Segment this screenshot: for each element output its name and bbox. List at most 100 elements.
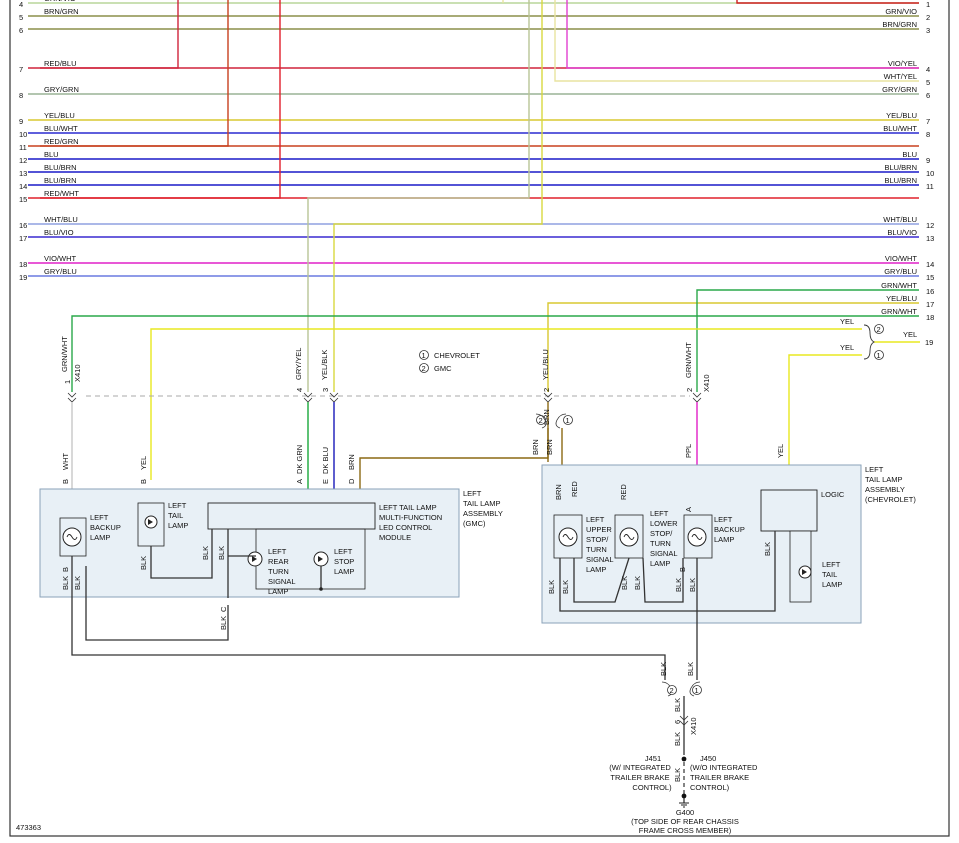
blk-label: BLK <box>201 546 210 560</box>
chevy-backup-3: LAMP <box>714 535 734 544</box>
left-wire-number: 14 <box>19 182 27 191</box>
gmc-stop-2: STOP <box>334 557 354 566</box>
chevy-wire-labels: BRN BRN BRN PPL YEL 2 1 <box>531 409 785 458</box>
gmc-ground-wires <box>71 556 666 680</box>
right-wire-label: BLU/VIO <box>887 228 917 237</box>
left-wire-number: 17 <box>19 234 27 243</box>
right-wire-number: 1 <box>926 0 930 9</box>
diagram-frame <box>9 0 950 837</box>
right-wire-number: 16 <box>926 287 934 296</box>
right-wire-number: 17 <box>926 300 934 309</box>
lower-4: TURN <box>650 539 671 548</box>
legend: 1 CHEVROLET 2 GMC <box>419 350 480 373</box>
j450-4: CONTROL) <box>690 783 730 792</box>
right-wire-label: WHT/YEL <box>884 72 917 81</box>
brn-label: BRN <box>531 439 540 455</box>
left-wire-label: RED/WHT <box>44 189 79 198</box>
left-wire-number: 4 <box>19 0 23 9</box>
left-wire-number: 15 <box>19 195 27 204</box>
gmc-title-2: TAIL LAMP <box>463 499 501 508</box>
right-wire-number: 6 <box>926 91 930 100</box>
right-wire-label: GRN/WHT <box>881 281 917 290</box>
lower-3: STOP/ <box>650 529 673 538</box>
left-harness-wires: 4GRN/VIO5BRN/GRN67RED/BLU8GRY/GRN9YEL/BL… <box>19 0 919 282</box>
blk-label: BLK <box>547 580 556 594</box>
gmc-wires <box>71 402 698 503</box>
lower-1: LEFT <box>650 509 669 518</box>
blk-label: BLK <box>139 556 148 570</box>
right-wire-number: 12 <box>926 221 934 230</box>
legend-marker <box>419 363 429 373</box>
blk-label: BLK <box>561 580 570 594</box>
yel-marker-top: 2 <box>877 325 881 334</box>
wht-label: WHT <box>61 453 70 470</box>
gmc-backup-1: LEFT <box>90 513 109 522</box>
left-wire-number: 13 <box>19 169 27 178</box>
tail-lamp-housing <box>137 502 165 547</box>
yel-out-num: 19 <box>925 338 933 347</box>
left-wire-number: 5 <box>19 13 23 22</box>
chevy-title-4: (CHEVROLET) <box>865 495 916 504</box>
legend-chevrolet: CHEVROLET <box>434 351 480 360</box>
left-wire-label: BLU/VIO <box>44 228 74 237</box>
right-wire-number: 10 <box>926 169 934 178</box>
g400-3: FRAME CROSS MEMBER) <box>639 826 732 835</box>
g400-1: G400 <box>676 808 694 817</box>
blk-label: BLK <box>673 732 682 746</box>
yel-splice: YEL YEL YEL 19 2 1 <box>840 317 933 360</box>
gry-yel-label: GRY/YEL <box>294 348 303 380</box>
connector-chevrons <box>67 392 702 403</box>
yel-label-bottom: YEL <box>840 343 854 352</box>
pin-label: 3 <box>321 388 330 392</box>
chevy-gmc-marker <box>692 685 702 695</box>
gmc-title-1: LEFT <box>463 489 482 498</box>
legend-marker-2: 2 <box>422 364 426 373</box>
blk-label: BLK <box>763 542 772 556</box>
blk-label: BLK <box>688 578 697 592</box>
legend-marker <box>419 350 429 360</box>
pin-a: A <box>295 479 304 484</box>
right-harness-wires: 12GRN/VIO3BRN/GRN4VIO/YEL5WHT/YEL6GRY/GR… <box>881 0 934 322</box>
splice-dot <box>681 793 687 799</box>
yel-label: YEL <box>776 444 785 458</box>
upper-4: TURN <box>586 545 607 554</box>
pin-6: 6 <box>673 720 682 724</box>
chevy-tail-3: LAMP <box>822 580 842 589</box>
right-wire-label: BLU/WHT <box>883 124 917 133</box>
marker-1: 1 <box>695 686 699 695</box>
right-wire-number: 3 <box>926 26 930 35</box>
j450-3: TRAILER BRAKE <box>690 773 749 782</box>
left-wire-number: 18 <box>19 260 27 269</box>
right-wire-number: 9 <box>926 156 930 165</box>
red-label: RED <box>619 484 628 500</box>
blk-label: BLK <box>61 576 70 590</box>
chevy-tail-lamp-assembly: LEFT TAIL LAMP ASSEMBLY (CHEVROLET) BRN … <box>541 464 916 680</box>
harness-drops <box>40 0 920 490</box>
gmc-tail-1: LEFT <box>168 501 187 510</box>
logic-label: LOGIC <box>821 490 845 499</box>
chevy-title-3: ASSEMBLY <box>865 485 905 494</box>
left-wire-number: 6 <box>19 26 23 35</box>
pin-c: C <box>219 606 228 612</box>
left-wire-number: 10 <box>19 130 27 139</box>
right-wire-label: YEL/BLU <box>886 111 917 120</box>
rear-turn-4: SIGNAL <box>268 577 296 586</box>
module-title-3: LED CONTROL <box>379 523 432 532</box>
blk-label: BLK <box>217 546 226 560</box>
blk-label: BLK <box>73 576 82 590</box>
figure-id: 473363 <box>16 823 41 832</box>
chevy-gmc-marker <box>874 350 884 360</box>
pin-e: E <box>321 479 330 484</box>
brn-label: BRN <box>542 409 551 425</box>
pin-a: B <box>61 479 70 484</box>
pin-label: 4 <box>295 388 304 392</box>
lower-5: SIGNAL <box>650 549 678 558</box>
pin-label: 2 <box>685 388 694 392</box>
right-wire-number: 8 <box>926 130 930 139</box>
left-wire-number: 7 <box>19 65 23 74</box>
right-wire-number: 2 <box>926 13 930 22</box>
j451-2: (W/ INTEGRATED <box>609 763 671 772</box>
pin-d: D <box>347 478 356 484</box>
gmc-backup-3: LAMP <box>90 533 110 542</box>
left-wire-number: 11 <box>19 143 27 152</box>
